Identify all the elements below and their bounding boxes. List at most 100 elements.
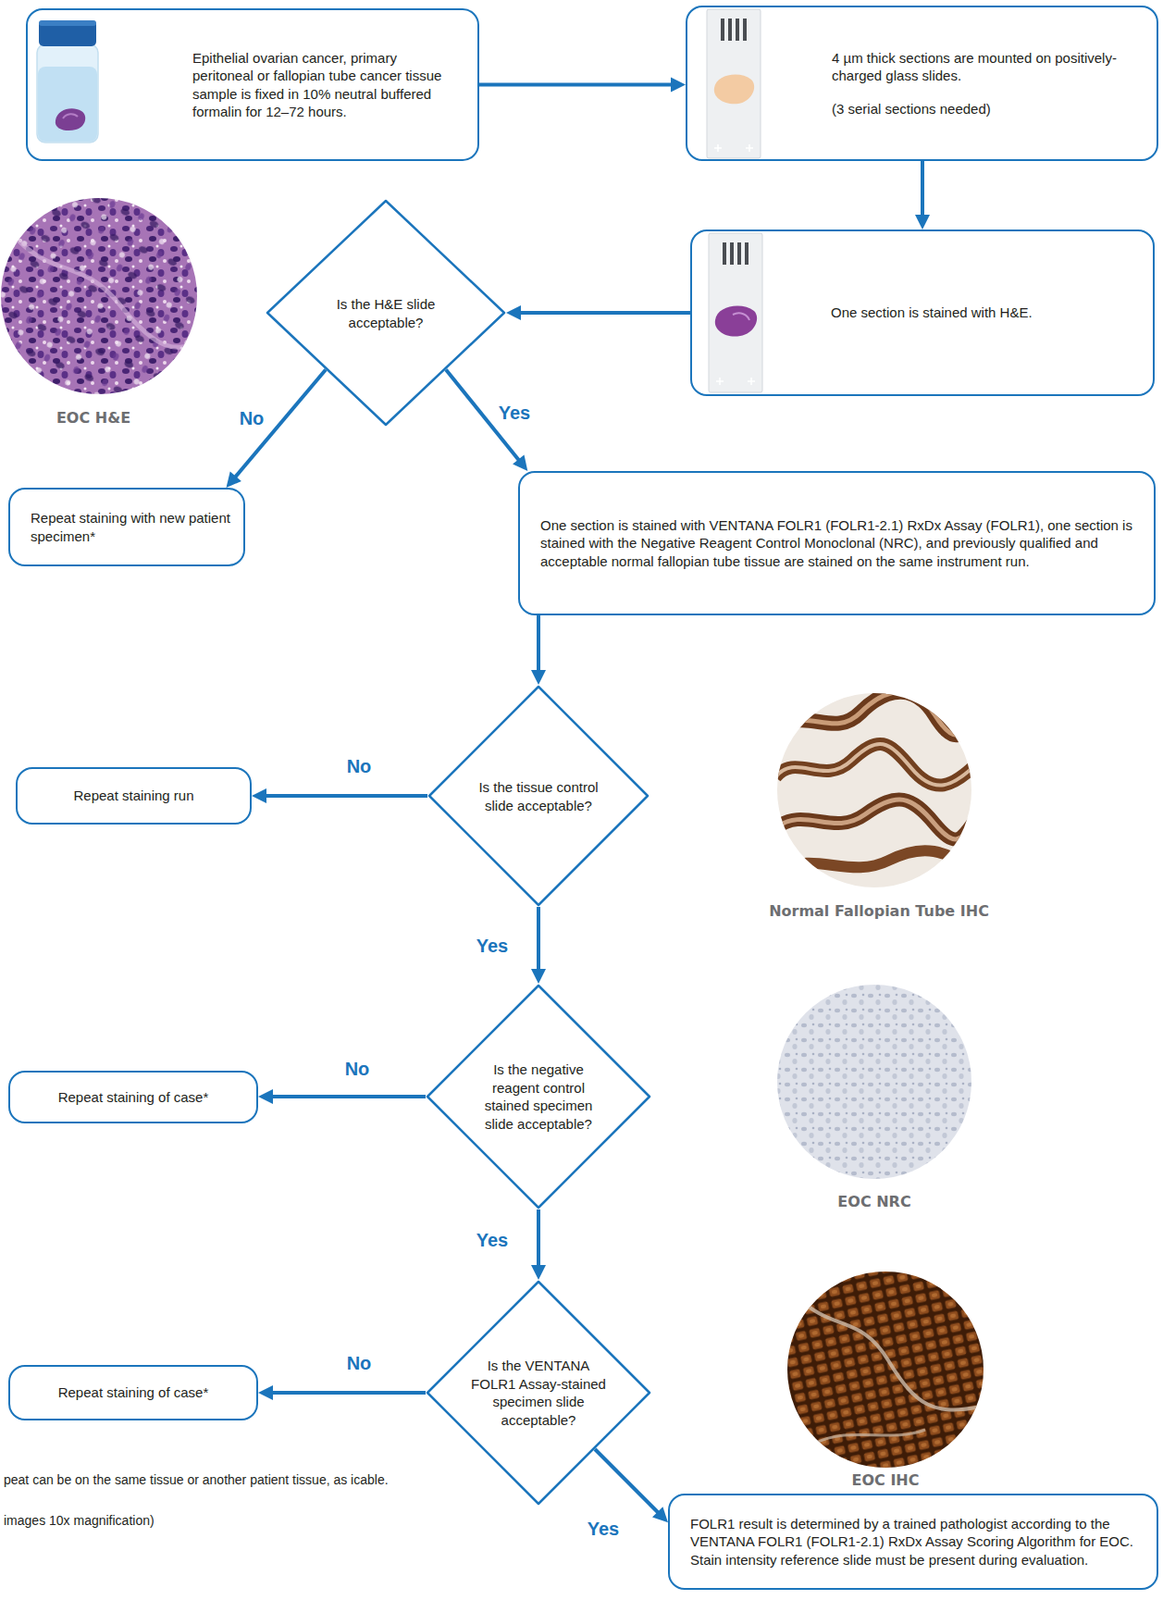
arrowhead <box>258 1088 273 1104</box>
arrowhead <box>226 471 242 488</box>
connector-line <box>920 160 925 218</box>
connector-arrow <box>226 370 327 489</box>
decision-diamond: Is the negative reagent control stained … <box>425 983 652 1210</box>
branch-label: Yes <box>473 934 511 957</box>
decision-diamond: Is the tissue control slide acceptable? <box>427 684 650 907</box>
connector-line <box>536 615 541 673</box>
slide-label-bar <box>722 242 727 265</box>
node-text: Is the H&E slide acceptable? <box>316 295 456 332</box>
formalin-jar-icon <box>37 20 99 143</box>
micrograph-texture <box>775 982 974 1181</box>
diamond-outline <box>425 983 652 1210</box>
diamond-shape <box>427 985 650 1208</box>
connector-line <box>536 906 541 972</box>
diamond-shape <box>429 686 648 905</box>
tissue-sample <box>62 113 78 119</box>
arrowhead <box>531 968 546 984</box>
connector-arrow <box>251 788 428 804</box>
slide-mark <box>714 144 754 152</box>
nrc-micrograph <box>775 982 974 1181</box>
image-caption: EOC H&E <box>53 408 134 427</box>
node-text: One section is stained with VENTANA FOLR… <box>540 516 1136 571</box>
jar-liquid <box>37 66 98 142</box>
node-text: (3 serial sections needed) <box>831 99 1140 119</box>
footnote: images 10x magnification) <box>3 1511 411 1529</box>
slide-label-bar <box>744 242 749 265</box>
slide-label-bar <box>729 242 734 265</box>
connector-arrow <box>506 305 691 321</box>
fallopian-tube-micrograph <box>775 691 977 890</box>
arrowhead <box>670 77 686 93</box>
node-text: 4 µm thick sections are mounted on posit… <box>831 49 1140 86</box>
connector-arrow <box>258 1385 426 1400</box>
repeat-box: Repeat staining with new patient specime… <box>8 487 246 567</box>
arrowhead <box>652 1506 669 1522</box>
connector-arrow <box>531 615 546 685</box>
branch-label: Yes <box>495 401 533 424</box>
slide <box>708 233 763 393</box>
node-text: FOLR1 result is determined by a trained … <box>690 1514 1140 1570</box>
node-text: Repeat staining of case* <box>21 1088 246 1107</box>
node-text: Epithelial ovarian cancer, primary perit… <box>192 49 461 122</box>
arrowhead <box>915 214 930 230</box>
epithelium-fold <box>781 850 977 870</box>
slide-label-bar <box>742 18 747 41</box>
slide <box>706 9 761 159</box>
arrowhead <box>531 669 546 685</box>
image-caption: EOC NRC <box>834 1192 914 1211</box>
branch-label: No <box>344 1351 375 1374</box>
connector-line <box>594 1448 660 1514</box>
process-box: 4 µm thick sections are mounted on posit… <box>685 5 1159 161</box>
slide-label-bar <box>737 242 742 265</box>
image-caption: EOC IHC <box>849 1471 923 1489</box>
slide-label-bar <box>735 18 740 41</box>
connector-arrow <box>479 77 686 93</box>
ihc-micrograph <box>785 1269 986 1470</box>
connector-line <box>270 1390 426 1395</box>
branch-label: Yes <box>473 1228 511 1251</box>
branch-label: No <box>342 1057 373 1080</box>
slide-label-bar <box>728 18 732 41</box>
diamond-outline <box>265 198 507 427</box>
connector-arrow <box>258 1088 426 1104</box>
branch-label: Yes <box>584 1517 622 1540</box>
repeat-box: Repeat staining of case* <box>8 1070 259 1124</box>
process-box: One section is stained with VENTANA FOLR… <box>518 470 1156 616</box>
result-box: FOLR1 result is determined by a trained … <box>668 1493 1159 1590</box>
diamond-shape <box>267 200 505 425</box>
diamond-shape <box>427 1281 650 1504</box>
node-text: Is the negative reagent control stained … <box>469 1060 608 1133</box>
jar-lid-rim <box>38 20 97 26</box>
arrowhead <box>258 1385 273 1400</box>
tissue-section <box>732 312 750 321</box>
micrograph-texture <box>0 197 198 396</box>
he-micrograph <box>0 197 198 396</box>
stained-slide-icon <box>708 233 763 393</box>
process-box: Epithelial ovarian cancer, primary perit… <box>25 8 480 161</box>
diamond-text-area: Is the H&E slide acceptable? <box>316 295 456 332</box>
diamond-text-area: Is the VENTANA FOLR1 Assay-stained speci… <box>469 1356 608 1429</box>
repeat-box: Repeat staining run <box>15 767 252 825</box>
footnote: peat can be on the same tissue or anothe… <box>3 1471 411 1488</box>
arrowhead <box>506 305 521 321</box>
connector-line <box>518 310 691 315</box>
decision-diamond: Is the H&E slide acceptable? <box>265 198 507 427</box>
diamond-text-area: Is the negative reagent control stained … <box>469 1060 608 1133</box>
node-text: Repeat staining run <box>28 786 239 805</box>
decision-diamond: Is the VENTANA FOLR1 Assay-stained speci… <box>425 1279 652 1506</box>
diamond-outline <box>427 684 650 907</box>
tissue-section <box>714 74 755 104</box>
stroma <box>18 240 198 347</box>
connector-line <box>270 1094 426 1099</box>
connector-line <box>536 1209 541 1268</box>
connector-arrow <box>915 160 930 230</box>
epithelium-fold <box>775 692 977 736</box>
jar-lid <box>38 20 97 47</box>
stroma <box>814 1429 926 1444</box>
node-text: Repeat staining of case* <box>21 1383 246 1402</box>
arrowhead <box>251 788 267 804</box>
connector-line <box>263 793 428 798</box>
node-text: Repeat staining with new patient specime… <box>30 508 231 545</box>
image-caption: Normal Fallopian Tube IHC <box>766 902 992 920</box>
branch-label: No <box>236 407 268 430</box>
